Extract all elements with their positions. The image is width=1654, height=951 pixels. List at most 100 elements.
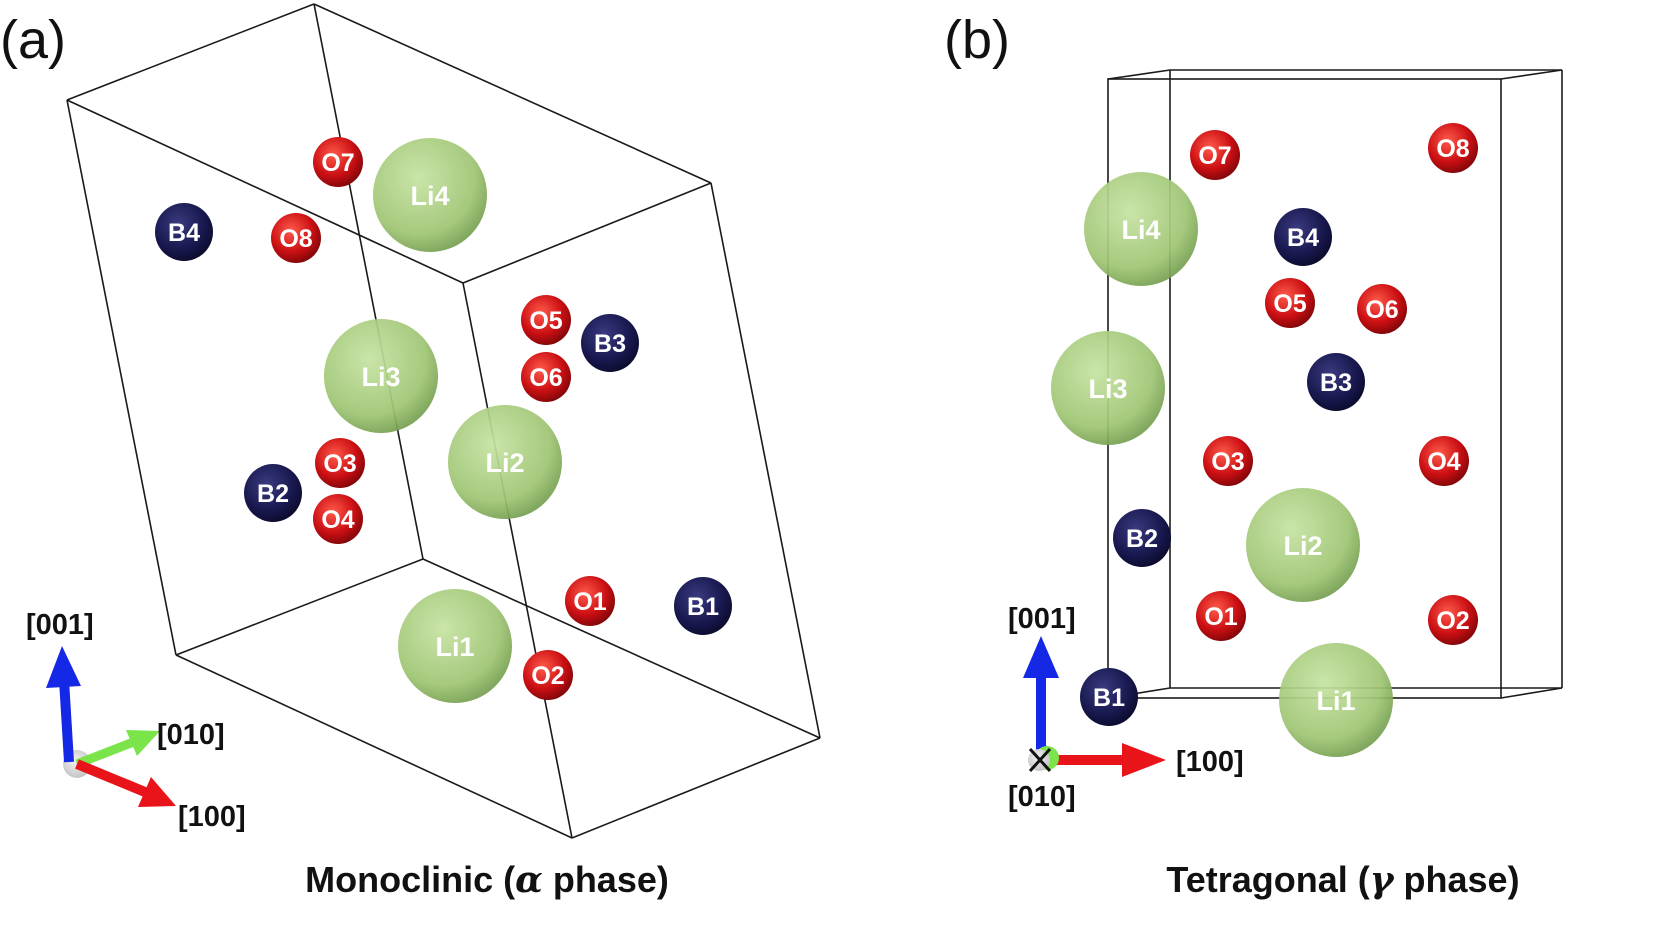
panel-a-caption-symbol: α	[515, 859, 543, 901]
atom-label: O6	[1365, 296, 1398, 324]
panel-b-caption-prefix: Tetragonal (	[1166, 859, 1369, 900]
atom-label: B4	[1287, 224, 1319, 252]
atom-sphere-o	[1419, 436, 1469, 486]
atom-label: B2	[257, 480, 289, 508]
atom-b2: B2	[244, 464, 302, 522]
panel-a-caption: Monoclinic (α phase)	[305, 859, 669, 901]
atom-sphere-o	[1428, 123, 1478, 173]
atom-label: Li4	[1121, 215, 1160, 245]
atom-o1: O1	[1196, 591, 1246, 641]
atom-label: O4	[321, 506, 354, 534]
atom-label: O4	[1427, 448, 1460, 476]
atom-sphere-o	[1357, 284, 1407, 334]
atom-sphere-o	[271, 213, 321, 263]
atom-o2: O2	[523, 650, 573, 700]
atom-label: B1	[687, 593, 719, 621]
atom-label: O1	[1204, 603, 1237, 631]
atom-sphere-b	[1307, 353, 1365, 411]
atom-li4: Li4	[1084, 172, 1198, 286]
axis-001-label: [001]	[26, 609, 94, 641]
atom-sphere-b	[155, 203, 213, 261]
atom-o6: O6	[521, 352, 571, 402]
atom-sphere-o	[1196, 591, 1246, 641]
atom-label: B1	[1093, 684, 1125, 712]
atom-sphere-li	[324, 319, 438, 433]
atom-o3: O3	[1203, 436, 1253, 486]
atom-o2: O2	[1428, 595, 1478, 645]
panel-b-caption-symbol: γ	[1370, 859, 1396, 901]
atom-li3: Li3	[324, 319, 438, 433]
atom-b1: B1	[674, 577, 732, 635]
axis-001-arrow	[46, 646, 81, 763]
atom-label: O3	[1211, 448, 1244, 476]
atom-sphere-b	[1113, 509, 1171, 567]
panel-b-tag: (b)	[944, 10, 1010, 70]
atom-o6: O6	[1357, 284, 1407, 334]
atom-b4: B4	[1274, 208, 1332, 266]
atom-label: Li2	[485, 448, 524, 478]
axis-100-label: [100]	[1176, 746, 1244, 778]
atom-sphere-o	[521, 295, 571, 345]
panel-a-tag: (a)	[0, 10, 66, 70]
atom-o7: O7	[313, 137, 363, 187]
atom-sphere-li	[1246, 488, 1360, 602]
atom-o8: O8	[1428, 123, 1478, 173]
atom-label: O5	[529, 307, 562, 335]
atom-label: O6	[529, 364, 562, 392]
atom-sphere-li	[448, 405, 562, 519]
panel-b-axes: [001] [100] [010]	[1008, 603, 1244, 813]
atom-b3: B3	[1307, 353, 1365, 411]
atom-sphere-o	[523, 650, 573, 700]
atom-o7: O7	[1190, 130, 1240, 180]
atom-label: O1	[573, 588, 606, 616]
atom-sphere-o	[565, 576, 615, 626]
atom-label: Li2	[1283, 531, 1322, 561]
atom-o5: O5	[1265, 278, 1315, 328]
atom-label: B3	[594, 330, 626, 358]
atom-li2: Li2	[448, 405, 562, 519]
panel-b-caption-suffix: phase)	[1394, 859, 1520, 900]
atom-sphere-o	[313, 494, 363, 544]
atom-sphere-li	[1051, 331, 1165, 445]
atom-label: O2	[1436, 607, 1469, 635]
atom-o1: O1	[565, 576, 615, 626]
atom-li4: Li4	[373, 138, 487, 252]
atom-label: O2	[531, 662, 564, 690]
axis-010-label: [010]	[1008, 781, 1076, 813]
atom-sphere-o	[315, 438, 365, 488]
atom-b1: B1	[1080, 668, 1138, 726]
atom-label: O8	[1436, 135, 1469, 163]
atom-b3: B3	[581, 314, 639, 372]
atom-b4: B4	[155, 203, 213, 261]
atom-sphere-o	[1265, 278, 1315, 328]
atom-label: B4	[168, 219, 200, 247]
atom-li1: Li1	[1279, 643, 1393, 757]
atom-sphere-li	[1084, 172, 1198, 286]
atom-label: Li1	[1316, 686, 1355, 716]
panel-b-caption: Tetragonal (γ phase)	[1166, 859, 1519, 901]
atom-sphere-b	[244, 464, 302, 522]
axis-010-into-page-icon	[1028, 747, 1052, 773]
atom-sphere-o	[521, 352, 571, 402]
atom-o5: O5	[521, 295, 571, 345]
atom-li3: Li3	[1051, 331, 1165, 445]
atom-sphere-o	[1203, 436, 1253, 486]
atom-sphere-o	[1428, 595, 1478, 645]
atom-label: O5	[1273, 290, 1306, 318]
atom-li1: Li1	[398, 589, 512, 703]
atom-b2: B2	[1113, 509, 1171, 567]
atom-sphere-b	[674, 577, 732, 635]
panel-a-unit-cell	[66, 3, 821, 839]
atom-label: Li1	[435, 632, 474, 662]
atom-label: O7	[321, 149, 354, 177]
atom-sphere-b	[581, 314, 639, 372]
atom-sphere-b	[1274, 208, 1332, 266]
axis-001-label: [001]	[1008, 603, 1076, 635]
atom-label: O7	[1198, 142, 1231, 170]
atom-sphere-li	[373, 138, 487, 252]
